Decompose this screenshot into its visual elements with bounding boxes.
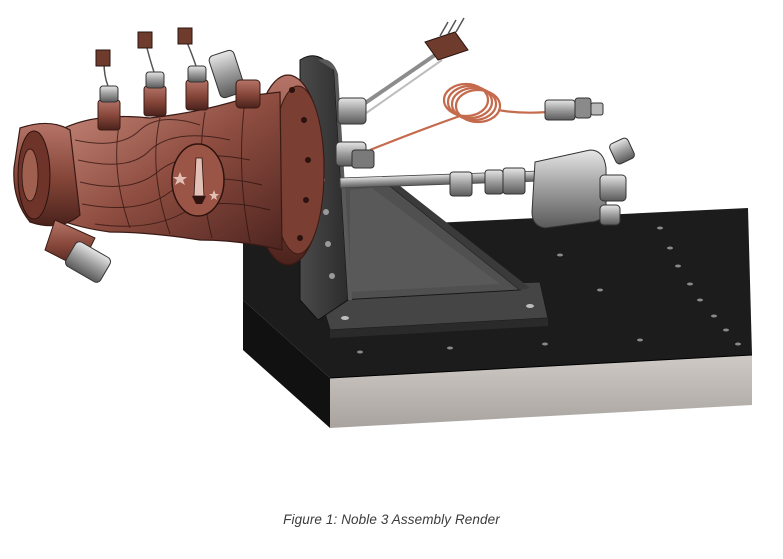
nozzle-head <box>13 122 81 227</box>
assembly-render-image <box>13 17 753 428</box>
horizontal-shaft <box>339 137 635 229</box>
lower-port-fitting <box>44 219 111 283</box>
coil-end-fitting <box>544 97 604 121</box>
copper-chamber-body <box>59 91 283 251</box>
assembly-render-figure <box>13 17 753 428</box>
upper-probe-assembly <box>337 17 469 125</box>
sensor-ports <box>95 27 261 131</box>
figure-caption: Figure 1: Noble 3 Assembly Render <box>283 512 500 527</box>
copper-coil-tube <box>369 82 549 152</box>
